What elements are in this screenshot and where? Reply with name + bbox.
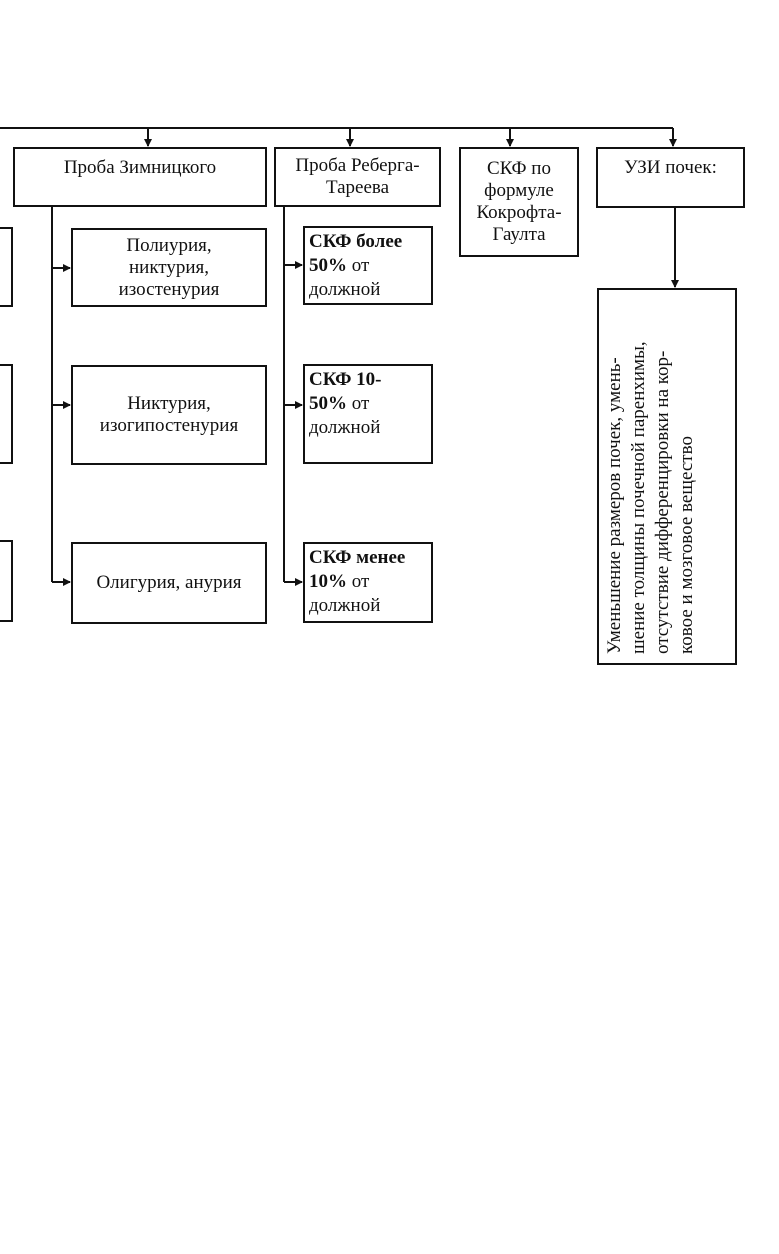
r2-line3: должной (309, 417, 381, 438)
z1-line1: Полиурия, (126, 234, 212, 256)
z1-line2: никтурия, (128, 256, 210, 278)
r3-line3: должной (309, 595, 381, 616)
r1-bold1: СКФ более (309, 231, 403, 252)
uzi-line4: ковое и мозговое вещество (676, 436, 697, 654)
zimnitsky-test-box: Проба Зимницкого (13, 147, 267, 207)
uzi-line1: Уменьшение размеров почек, умень- (604, 357, 625, 654)
uzi-result-text: Уменьшение размеров почек, умень- шение … (599, 290, 725, 660)
r1-rest2: от (347, 255, 370, 276)
skf-formula-box: СКФ по формуле Кокрофта- Гаулта (459, 147, 579, 257)
skf-label-line4: Гаулта (492, 224, 546, 245)
z2-line1: Никтурия, (127, 393, 211, 414)
reberg-label-line2: Тареева (325, 177, 390, 198)
reberg-test-box: Проба Реберга- Тареева (274, 147, 441, 207)
uzi-line2: шение толщины почечной паренхимы, (628, 341, 649, 654)
z2-line2: изогипостенурия (99, 415, 239, 436)
zimnitsky-test-label: Проба Зимницкого (63, 157, 217, 178)
r3-bold1: СКФ менее (309, 547, 406, 568)
z3-line1: Олигурия, анурия (96, 572, 242, 593)
r2-bold1: СКФ 10- (309, 369, 382, 390)
partial-box-3 (0, 540, 13, 622)
reberg-label-line1: Проба Реберга- (295, 155, 420, 176)
zimnitsky-result-3: Олигурия, анурия (71, 542, 267, 624)
uzi-result-box: Уменьшение размеров почек, умень- шение … (597, 288, 737, 665)
partial-box-1 (0, 227, 13, 307)
reberg-result-3: СКФ менее 10% от должной (303, 542, 433, 623)
partial-box-2 (0, 364, 13, 464)
zimnitsky-result-1: Полиурия, никтурия, изостенурия (71, 228, 267, 307)
zimnitsky-result-2: Никтурия, изогипостенурия (71, 365, 267, 465)
skf-label-line2: формуле (484, 180, 554, 201)
r1-bold2: 50% (309, 255, 347, 276)
uzi-box: УЗИ почек: (596, 147, 745, 208)
skf-label-line1: СКФ по (487, 158, 551, 179)
r3-rest2: от (347, 571, 370, 592)
r1-line3: должной (309, 279, 381, 300)
z1-line3: изостенурия (118, 278, 220, 300)
reberg-result-1: СКФ более 50% от должной (303, 226, 433, 305)
r2-rest2: от (347, 393, 370, 414)
reberg-result-2: СКФ 10- 50% от должной (303, 364, 433, 464)
uzi-line3: отсутствие дифференцировки на кор- (652, 350, 673, 654)
r3-bold2: 10% (309, 571, 347, 592)
uzi-label: УЗИ почек: (624, 157, 717, 178)
r2-bold2: 50% (309, 393, 347, 414)
skf-label-line3: Кокрофта- (476, 202, 562, 223)
